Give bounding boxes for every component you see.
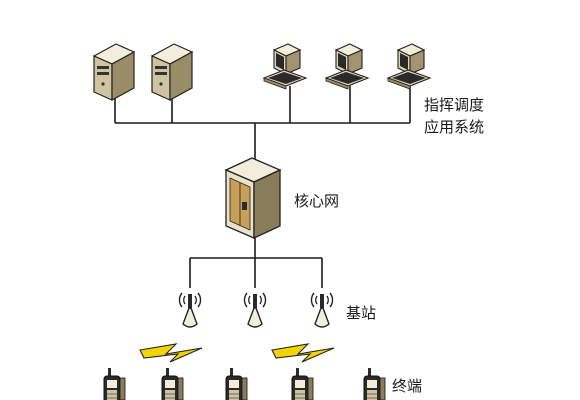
server-icon bbox=[93, 43, 135, 101]
handheld-radio-icon bbox=[363, 367, 386, 400]
label-terminal: 终端 bbox=[392, 377, 423, 395]
antenna-icon bbox=[178, 292, 202, 328]
antenna-icon bbox=[310, 292, 334, 328]
label-app-system-line1: 指挥调度 bbox=[424, 96, 485, 114]
label-app-system-line2: 应用系统 bbox=[424, 118, 485, 136]
lightning-bolt-icon bbox=[271, 343, 335, 363]
handheld-radio-icon bbox=[103, 367, 126, 400]
desktop-computer-icon bbox=[263, 43, 307, 90]
handheld-radio-icon bbox=[291, 367, 314, 400]
connection-lines bbox=[114, 86, 411, 288]
label-base-station: 基站 bbox=[346, 304, 377, 322]
antenna-icon bbox=[243, 292, 267, 328]
desktop-computer-icon bbox=[325, 43, 369, 90]
handheld-radio-icon bbox=[161, 367, 184, 400]
handheld-radio-icon bbox=[225, 367, 248, 400]
label-core-network: 核心网 bbox=[294, 192, 340, 210]
lightning-bolt-icon bbox=[139, 343, 203, 363]
label-app-system: 指挥调度 应用系统 bbox=[424, 94, 484, 138]
core-switch-cabinet-icon bbox=[224, 157, 282, 240]
desktop-computer-icon bbox=[387, 43, 431, 90]
server-icon bbox=[151, 43, 193, 101]
